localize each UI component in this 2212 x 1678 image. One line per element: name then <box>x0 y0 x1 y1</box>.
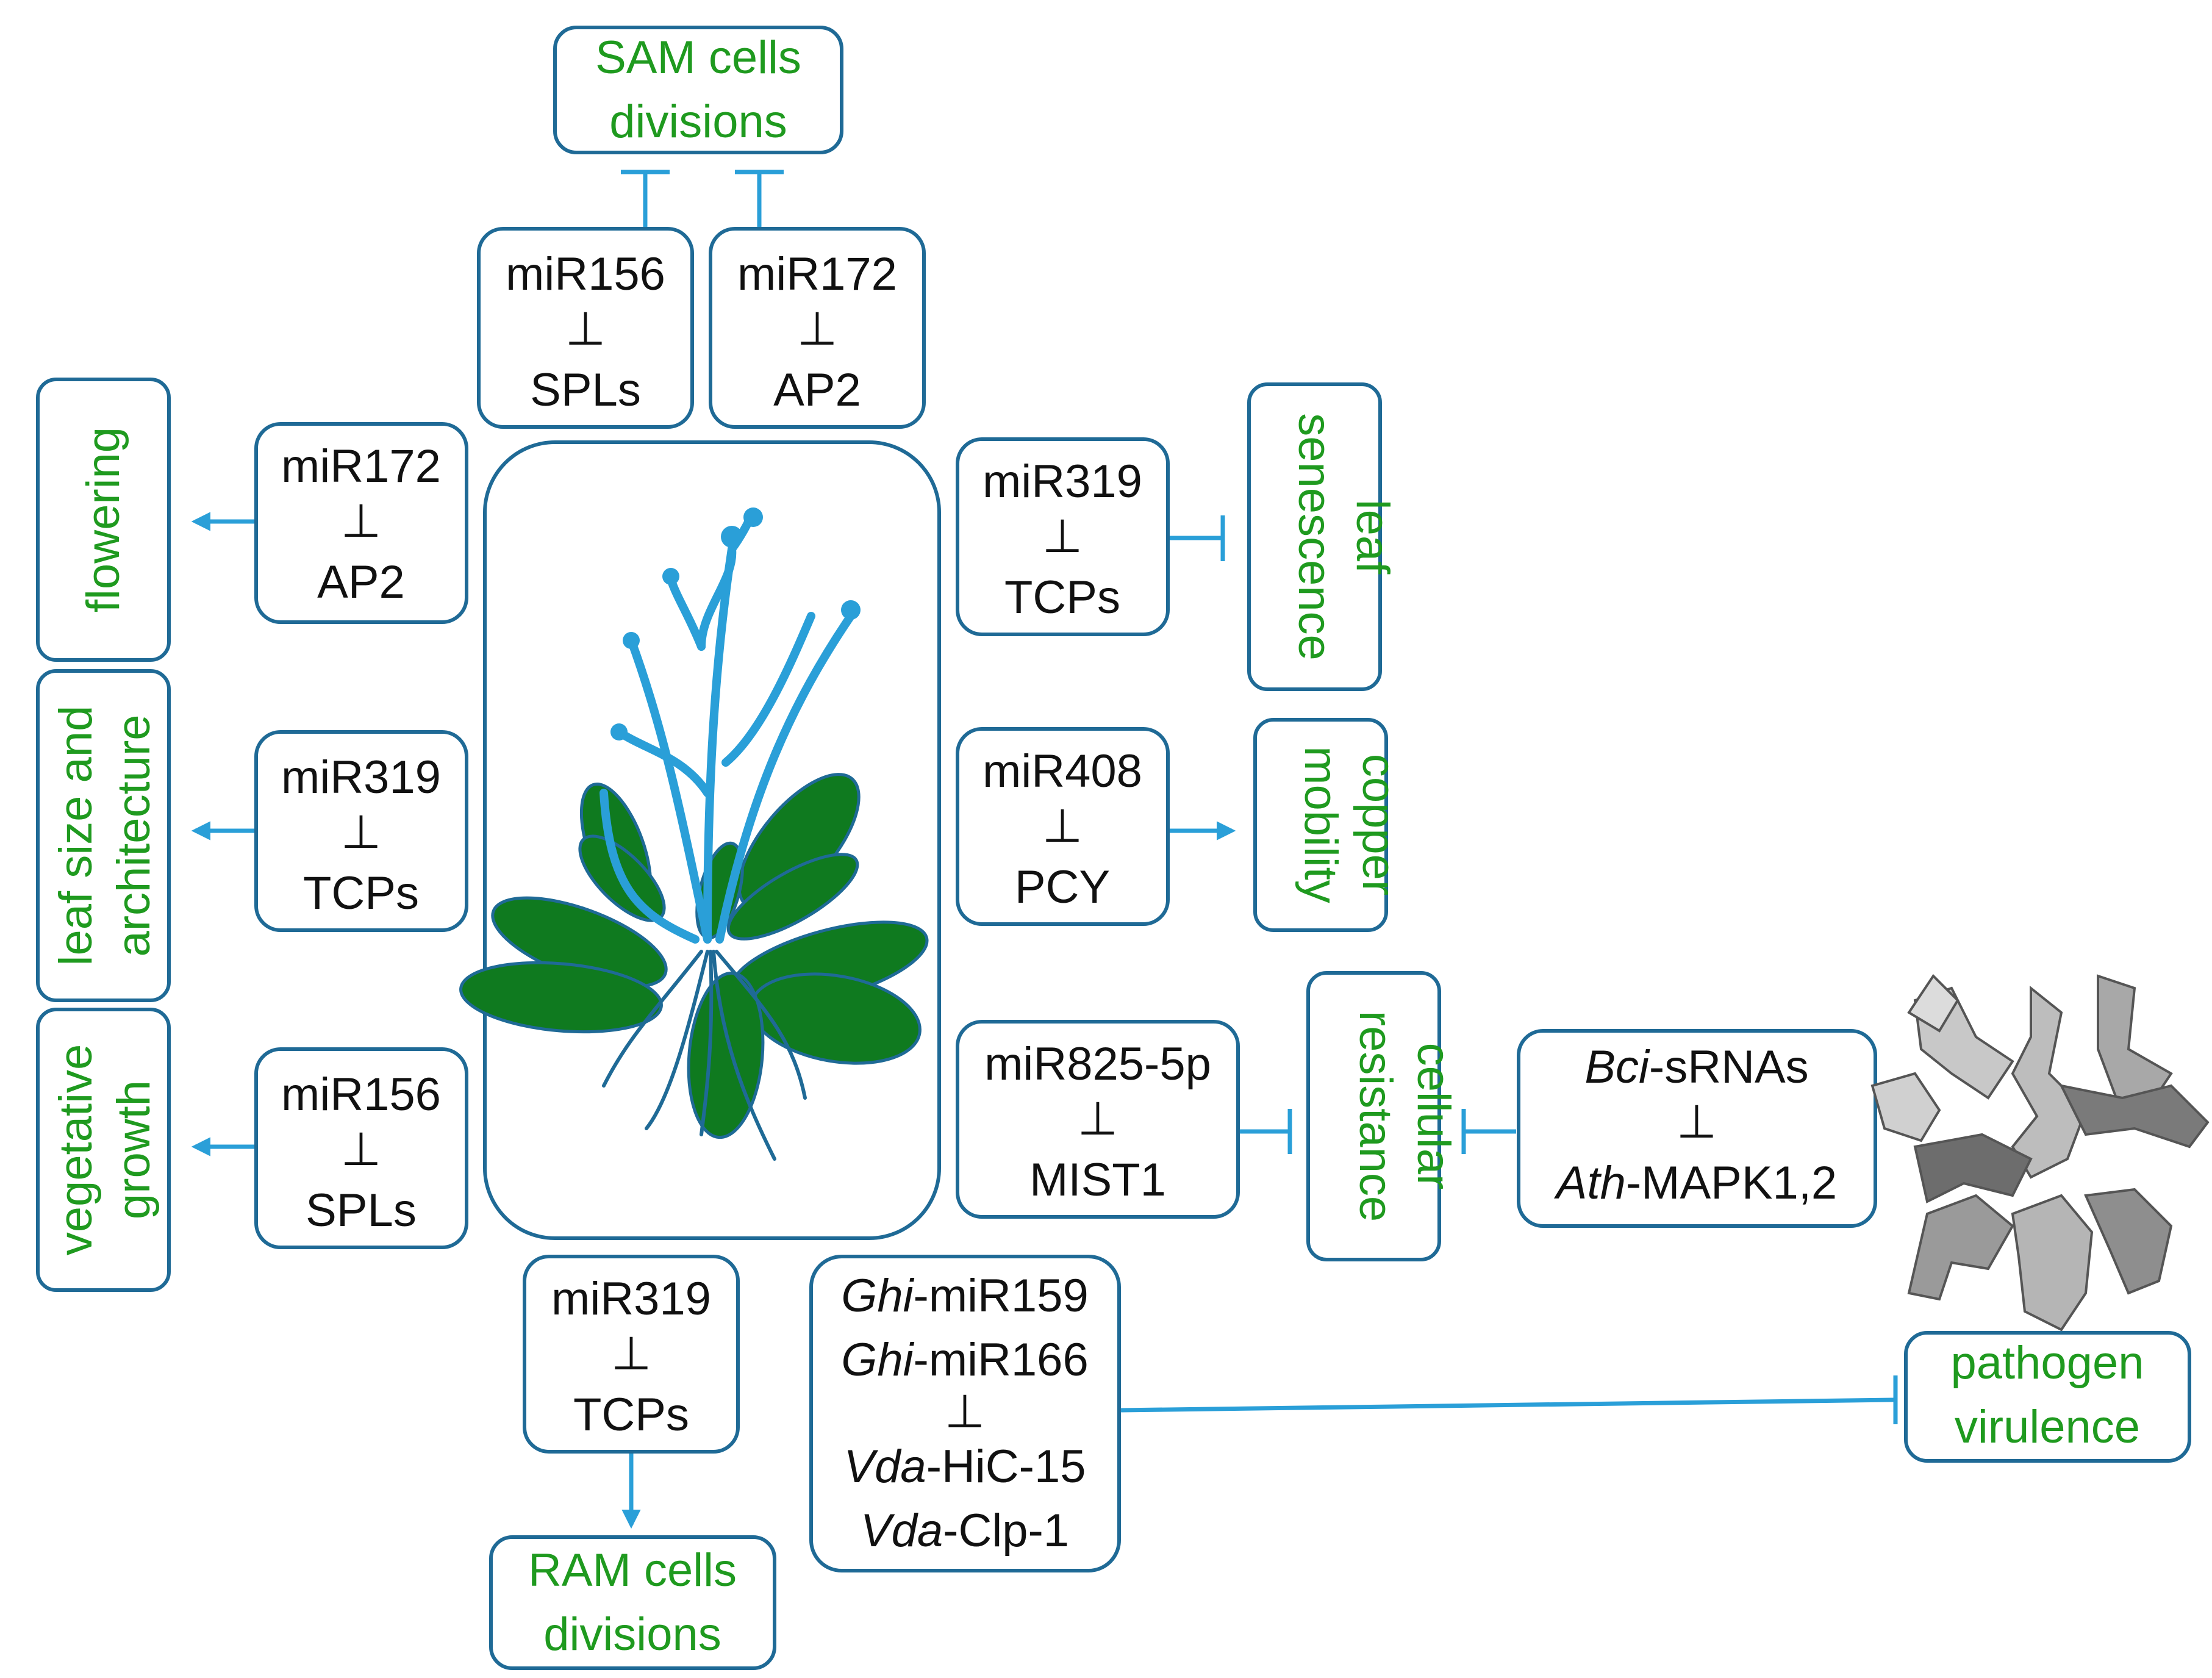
inhibit-symbol: ⊥ <box>611 1328 651 1380</box>
inhibit-symbol: ⊥ <box>341 495 381 547</box>
target-name: -MAPK1,2 <box>1626 1157 1837 1209</box>
target-name: -Clp-1 <box>943 1505 1069 1557</box>
process-box-leaf-senescence: leaf senescence <box>1247 382 1398 691</box>
mirna-label: miR172 <box>737 248 897 300</box>
process-label-line2: growth <box>108 1080 160 1219</box>
process-label-line2: mobility <box>1295 746 1347 903</box>
plant-panel <box>459 440 941 1240</box>
species-prefix: Vda <box>843 1441 926 1493</box>
process-box-ram-divisions: RAM cells divisions <box>489 1535 776 1670</box>
target-label: PCY <box>1015 861 1110 913</box>
inhibit-symbol: ⊥ <box>1042 511 1083 562</box>
process-label-line1: leaf size and <box>50 706 102 966</box>
mirna-label-2: Ghi-miR166 <box>841 1334 1088 1386</box>
inhibit-symbol: ⊥ <box>341 1124 381 1175</box>
inhibit-symbol: ⊥ <box>341 806 381 858</box>
inhibit-symbol: ⊥ <box>1042 800 1083 852</box>
mirna-label: miR156 <box>506 248 665 300</box>
target-name: -HiC-15 <box>926 1441 1086 1493</box>
target-label: TCPs <box>573 1389 689 1441</box>
species-prefix: Vda <box>861 1505 943 1557</box>
process-label-line1: pathogen <box>1951 1337 2144 1389</box>
process-label-line2: resistance <box>1350 1011 1401 1222</box>
inhibit-symbol: ⊥ <box>1677 1096 1717 1148</box>
source-label: Bci-sRNAs <box>1584 1041 1808 1093</box>
mirna-name: -miR159 <box>914 1270 1089 1322</box>
target-label: TCPs <box>1004 572 1120 623</box>
mirna-label-1: Ghi-miR159 <box>841 1270 1088 1322</box>
fungal-pathogen-icon <box>1870 973 2210 1332</box>
process-box-vegetative-growth: vegetative growth <box>36 1008 171 1292</box>
mirna-name: -miR166 <box>914 1334 1089 1386</box>
process-box-copper-mobility: copper mobility <box>1253 718 1405 932</box>
inhibit-connector-bci-resistance <box>1461 1109 1516 1154</box>
species-prefix: Bci <box>1584 1041 1650 1093</box>
inhibit-connector-ghi-pathogen <box>1119 1375 1898 1424</box>
process-label-line1: cellular <box>1408 1043 1459 1190</box>
regulator-box-top-left: miR156 ⊥ SPLs <box>477 227 694 429</box>
regulator-box-left-1: miR172 ⊥ AP2 <box>254 422 468 624</box>
inhibit-symbol: ⊥ <box>945 1386 985 1438</box>
regulator-box-left-2: miR319 ⊥ TCPs <box>254 730 468 932</box>
process-label-line2: virulence <box>1955 1401 2140 1453</box>
target-label: MIST1 <box>1029 1154 1166 1206</box>
target-label-1: Vda-HiC-15 <box>843 1441 1086 1493</box>
target-label: AP2 <box>773 364 861 416</box>
species-prefix: Ghi <box>841 1334 914 1386</box>
regulator-box-ghi-mirnas: Ghi-miR159 Ghi-miR166 ⊥ Vda-HiC-15 Vda-C… <box>809 1255 1121 1572</box>
regulator-box-bottom: miR319 ⊥ TCPs <box>523 1255 740 1454</box>
process-box-leaf-size: leaf size and architecture <box>36 669 171 1002</box>
process-label-line1: vegetative <box>50 1044 102 1255</box>
target-label: AP2 <box>317 556 405 608</box>
process-label-line1: RAM cells <box>528 1544 737 1596</box>
mirna-label: miR825-5p <box>984 1038 1211 1090</box>
process-label-line2: divisions <box>609 96 787 148</box>
target-label: Ath-MAPK1,2 <box>1554 1157 1837 1209</box>
regulator-box-right-3: miR825-5p ⊥ MIST1 <box>956 1020 1240 1219</box>
process-box-sam-divisions: SAM cells divisions <box>553 26 843 154</box>
process-label-line1: copper <box>1353 754 1405 895</box>
regulator-box-right-1: miR319 ⊥ TCPs <box>956 437 1170 636</box>
mirna-label: miR319 <box>281 751 441 803</box>
target-label-2: Vda-Clp-1 <box>861 1505 1069 1557</box>
regulator-box-top-right: miR172 ⊥ AP2 <box>709 227 926 429</box>
process-box-cellular-resistance: cellular resistance <box>1306 971 1459 1261</box>
process-label-line2: senescence <box>1289 413 1340 661</box>
species-prefix: Ghi <box>841 1270 914 1322</box>
process-label-line2: architecture <box>108 714 160 956</box>
process-box-pathogen-virulence: pathogen virulence <box>1904 1331 2191 1463</box>
mirna-label: miR319 <box>551 1273 711 1325</box>
species-prefix: Ath <box>1554 1157 1626 1209</box>
mirna-label: miR319 <box>983 456 1142 507</box>
process-label-line1: leaf <box>1347 500 1398 575</box>
process-label-line2: divisions <box>543 1608 721 1660</box>
target-label: SPLs <box>306 1185 417 1236</box>
regulator-box-left-3: miR156 ⊥ SPLs <box>254 1047 468 1249</box>
regulator-box-right-2: miR408 ⊥ PCY <box>956 727 1170 926</box>
inhibit-symbol: ⊥ <box>565 303 606 355</box>
mirna-label: miR408 <box>983 745 1142 797</box>
process-box-flowering: flowering <box>36 378 171 662</box>
inhibit-connector-mir825-resistance <box>1238 1109 1292 1154</box>
inhibit-symbol: ⊥ <box>1078 1093 1118 1145</box>
process-label-line1: flowering <box>77 427 129 612</box>
mirna-label: miR156 <box>281 1069 441 1120</box>
arabidopsis-plant-icon <box>459 507 929 1161</box>
target-label: SPLs <box>530 364 641 416</box>
regulator-box-bci-srnas: Bci-sRNAs ⊥ Ath-MAPK1,2 <box>1517 1029 1877 1228</box>
inhibit-connector-mir319-senescence <box>1170 515 1225 561</box>
mirna-label: miR172 <box>281 440 441 492</box>
process-label-line1: SAM cells <box>595 32 801 84</box>
inhibit-symbol: ⊥ <box>797 303 837 355</box>
source-name: -sRNAs <box>1649 1041 1809 1093</box>
connectors <box>191 170 1898 1529</box>
target-label: TCPs <box>303 867 419 919</box>
inhibit-connector-mir156-sam <box>621 170 670 227</box>
inhibit-connector-mir172-sam <box>735 170 784 227</box>
